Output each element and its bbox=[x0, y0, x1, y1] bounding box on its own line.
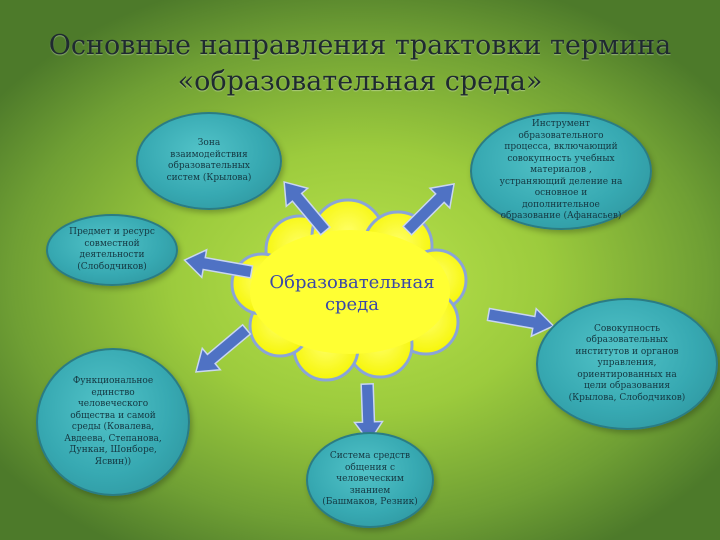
arrow-left bbox=[183, 248, 254, 279]
node-bottom-text: Система средств общения с человеческим з… bbox=[322, 451, 418, 508]
arrow-right bbox=[486, 307, 555, 338]
node-right-text: Совокупность образовательных институтов … bbox=[568, 323, 686, 403]
arrows bbox=[183, 180, 555, 444]
node-left-text: Предмет и ресурс совместной деятельности… bbox=[69, 227, 155, 272]
node-bottom-left: Функциональное единство человеческого об… bbox=[36, 348, 190, 496]
node-top-right-text: Инструмент образовательного процесса, вк… bbox=[499, 119, 623, 222]
node-bottom-left-text: Функциональное единство человеческого об… bbox=[64, 376, 162, 467]
center-label: Образовательная среда bbox=[269, 272, 435, 315]
node-top-left: Зона взаимодействия образовательных сист… bbox=[136, 112, 282, 210]
node-top-left-text: Зона взаимодействия образовательных сист… bbox=[166, 138, 252, 183]
arrow-bottom-left bbox=[194, 323, 252, 373]
arrow-top-right bbox=[402, 183, 455, 236]
node-top-right: Инструмент образовательного процесса, вк… bbox=[470, 112, 652, 230]
arrow-top-left bbox=[283, 180, 331, 236]
node-bottom: Система средств общения с человеческим з… bbox=[306, 432, 434, 528]
node-right: Совокупность образовательных институтов … bbox=[536, 298, 718, 430]
slide-title: Основные направления трактовки термина «… bbox=[48, 30, 672, 97]
node-left: Предмет и ресурс совместной деятельности… bbox=[46, 214, 178, 286]
